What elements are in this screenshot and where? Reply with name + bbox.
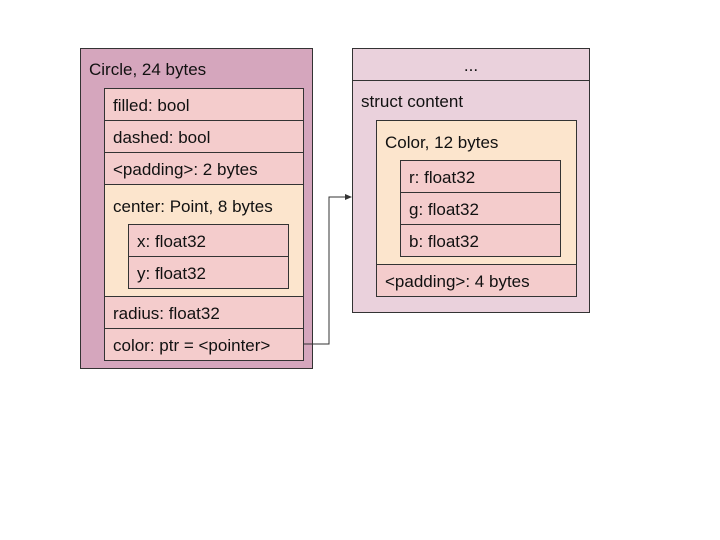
field-dashed: dashed: bool <box>104 120 304 153</box>
field-center-label: center: Point, 8 bytes <box>113 197 273 216</box>
field-radius-label: radius: float32 <box>113 304 220 323</box>
color-g: g: float32 <box>400 192 561 225</box>
field-padding-label: <padding>: 2 bytes <box>113 160 258 179</box>
color-g-label: g: float32 <box>409 200 479 219</box>
center-y: y: float32 <box>128 256 289 289</box>
content-title: struct content <box>361 92 464 111</box>
circle-title: Circle, 24 bytes <box>89 60 207 79</box>
content-padding: <padding>: 4 bytes <box>376 264 577 297</box>
center-y-label: y: float32 <box>137 264 206 283</box>
field-color-label: color: ptr = <pointer> <box>113 336 271 355</box>
field-filled-label: filled: bool <box>113 96 190 115</box>
color-b-label: b: float32 <box>409 232 479 251</box>
content-padding-label: <padding>: 4 bytes <box>385 272 530 291</box>
color-r: r: float32 <box>400 160 561 193</box>
center-x: x: float32 <box>128 224 289 257</box>
field-color: color: ptr = <pointer> <box>104 328 304 361</box>
pointer-arrowhead <box>345 194 352 200</box>
content-header: ... <box>352 48 590 81</box>
pointer-arrow-line <box>304 196 346 345</box>
color-b: b: float32 <box>400 224 561 257</box>
center-x-label: x: float32 <box>137 232 206 251</box>
field-dashed-label: dashed: bool <box>113 128 211 147</box>
content-header-label: ... <box>463 56 479 75</box>
color-struct-title: Color, 12 bytes <box>385 133 499 152</box>
color-r-label: r: float32 <box>409 168 476 187</box>
